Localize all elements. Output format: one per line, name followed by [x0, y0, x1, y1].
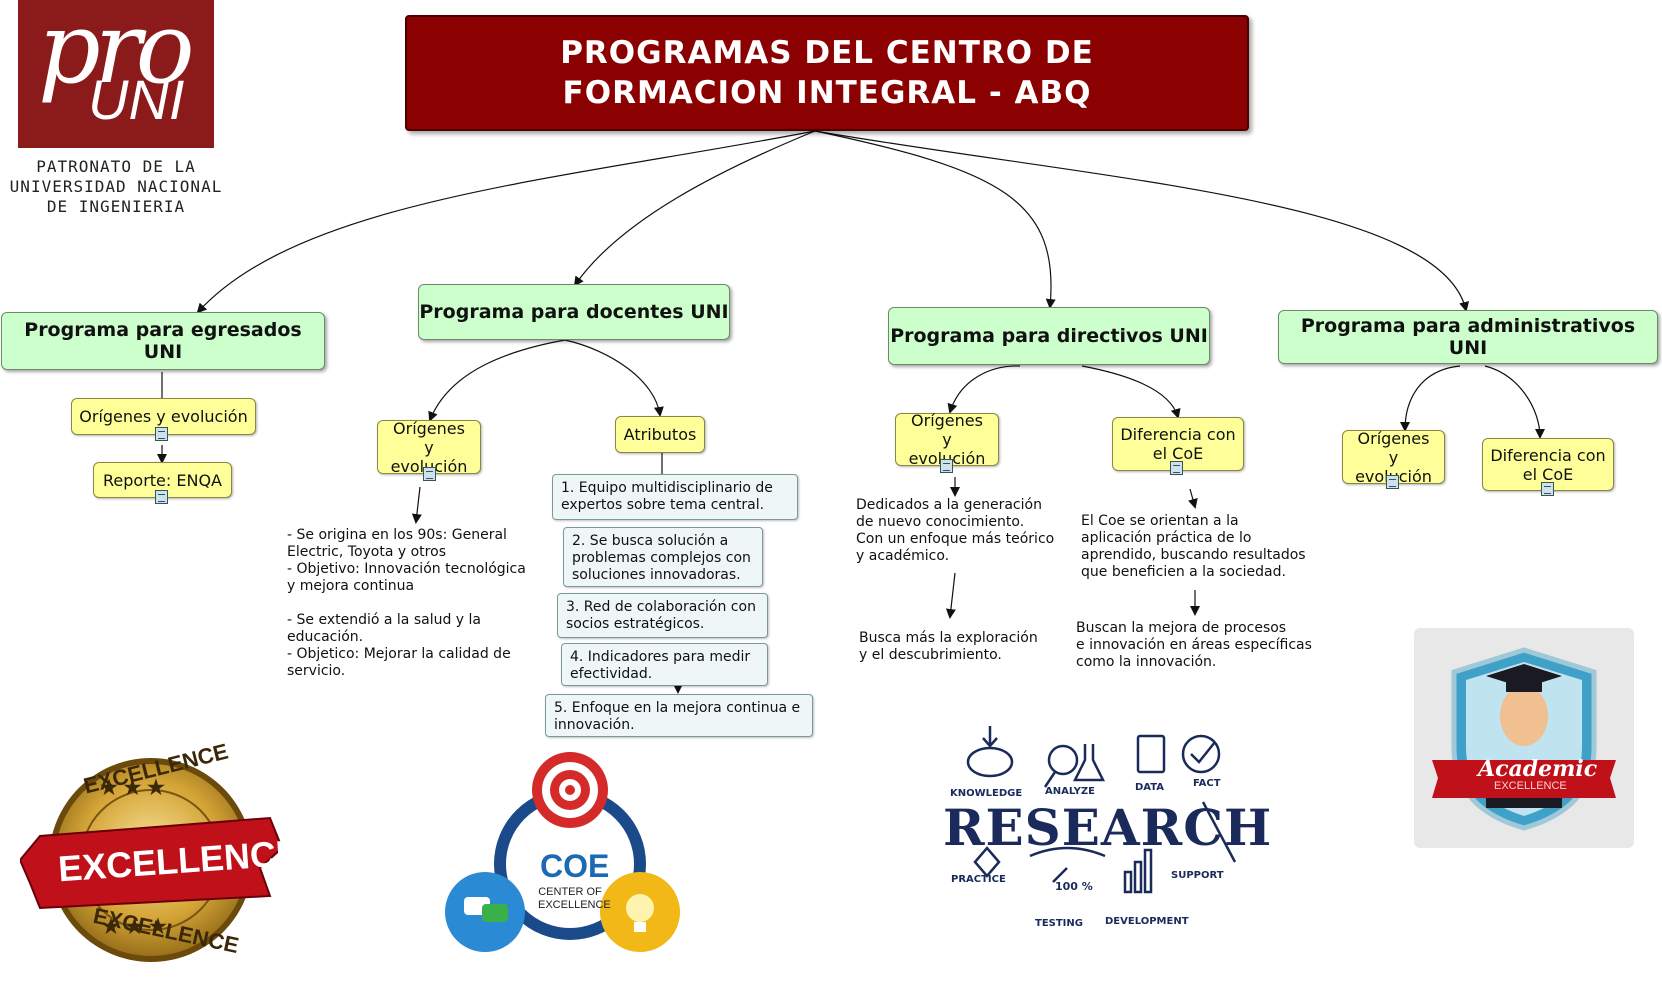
academic-excellence-image: Academic EXCELLENCE: [1414, 628, 1634, 848]
coe-subtitle: CENTER OF EXCELLENCE: [538, 886, 611, 911]
docentes-origenes[interactable]: Orígenes y evolución: [377, 418, 481, 476]
document-icon[interactable]: [155, 427, 168, 441]
attribute-item[interactable]: 2. Se busca solución a problemas complej…: [563, 527, 763, 587]
attribute-item[interactable]: 1. Equipo multidisciplinario de expertos…: [552, 474, 798, 520]
attribute-item[interactable]: 3. Red de colaboración con socios estrat…: [557, 593, 768, 638]
logo-pro: pro: [38, 0, 195, 106]
directivos-origenes-label: Orígenes y evolución: [909, 411, 986, 468]
research-word: ANALYZE: [1045, 786, 1095, 797]
directivos-diferencia-text: El Coe se orientan a la aplicación práct…: [1081, 513, 1306, 580]
research-word: 100 %: [1055, 880, 1093, 893]
research-title: RESEARCH: [943, 798, 1273, 857]
prouni-logo: pro UNI PATRONATO DE LA UNIVERSIDAD NACI…: [10, 0, 221, 218]
academic-title: Academic: [1478, 756, 1598, 782]
research-word: KNOWLEDGE: [950, 788, 1023, 799]
svg-text:★ ★ ★: ★ ★ ★: [100, 777, 165, 799]
directivos-origenes[interactable]: Orígenes y evolución: [895, 411, 999, 468]
program-administrativos[interactable]: Programa para administrativos UNI: [1278, 310, 1658, 364]
excellence-seal-image: ★ ★ ★ ★ ★ ★ EXCELLENCE EXCELLENCE EXCELL…: [18, 738, 301, 973]
coe-title: COE: [540, 848, 610, 884]
program-egresados[interactable]: Programa para egresados UNI: [1, 312, 325, 370]
directivos-diferencia-text2: Buscan la mejora de procesos e innovació…: [1076, 620, 1312, 670]
excellence-seal-graphic: ★ ★ ★ ★ ★ ★: [18, 758, 284, 962]
directivos-origenes-text2: Busca más la exploración y el descubrimi…: [859, 630, 1038, 663]
document-icon[interactable]: [940, 459, 953, 473]
academic-graphic: [1432, 647, 1616, 831]
attribute-item[interactable]: 5. Enfoque en la mejora continua e innov…: [545, 694, 813, 737]
document-icon[interactable]: [423, 467, 436, 481]
research-graphic: [966, 726, 1237, 894]
program-docentes[interactable]: Programa para docentes UNI: [418, 284, 730, 340]
logo-badge: pro UNI: [18, 0, 214, 148]
attribute-item[interactable]: 4. Indicadores para medir efectividad.: [561, 643, 768, 686]
research-image: RESEARCH KNOWLEDGE ANALYZE DATA FACT PRA…: [935, 722, 1271, 940]
egresados-origenes[interactable]: Orígenes y evolución: [71, 398, 256, 435]
research-word: PRACTICE: [951, 874, 1006, 885]
administrativos-diferencia-label: Diferencia con el CoE: [1490, 445, 1606, 484]
directivos-diferencia-label: Diferencia con el CoE: [1120, 425, 1236, 463]
research-word: TESTING: [1035, 918, 1083, 929]
coe-image: COE CENTER OF EXCELLENCE: [440, 752, 700, 962]
document-icon[interactable]: [155, 490, 168, 504]
academic-subtitle: EXCELLENCE: [1494, 780, 1567, 792]
research-word: DATA: [1135, 782, 1165, 793]
directivos-origenes-text: Dedicados a la generación de nuevo conoc…: [856, 497, 1055, 564]
research-word: SUPPORT: [1171, 870, 1224, 881]
document-icon[interactable]: [1386, 475, 1399, 489]
main-title-text: PROGRAMAS DEL CENTRO DE FORMACION INTEGR…: [560, 35, 1094, 111]
logo-uni: UNI: [88, 68, 185, 131]
docentes-origenes-text: - Se origina en los 90s: General Electri…: [287, 527, 526, 679]
document-icon[interactable]: [1170, 461, 1183, 475]
svg-text:★ ★ ★: ★ ★ ★: [102, 916, 167, 938]
docentes-origenes-label: Orígenes y evolución: [390, 418, 468, 476]
main-title: PROGRAMAS DEL CENTRO DE FORMACION INTEGR…: [405, 15, 1249, 131]
egresados-reporte[interactable]: Reporte: ENQA: [93, 462, 232, 498]
research-word: DEVELOPMENT: [1105, 916, 1189, 927]
coe-graphic: [445, 752, 680, 952]
logo-caption: PATRONATO DE LA UNIVERSIDAD NACIONAL DE …: [9, 157, 223, 216]
document-icon[interactable]: [1541, 482, 1554, 496]
research-word: FACT: [1193, 778, 1221, 789]
docentes-atributos[interactable]: Atributos: [615, 416, 705, 453]
program-directivos[interactable]: Programa para directivos UNI: [888, 307, 1210, 365]
